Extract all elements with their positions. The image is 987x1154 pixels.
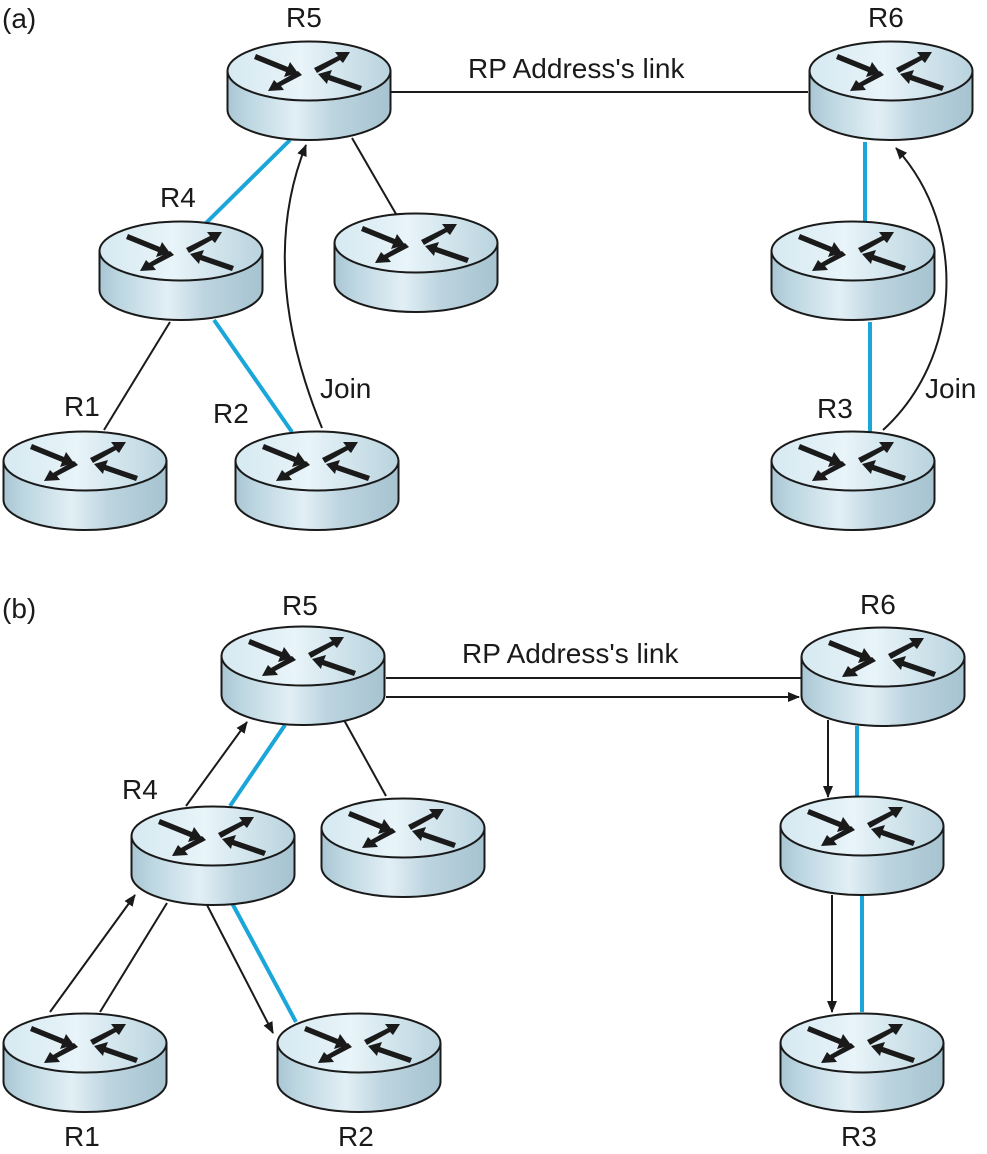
router-label: R6: [868, 2, 904, 33]
router-r1: R1: [2, 1012, 168, 1152]
tree-link-r4-r2: [230, 902, 298, 1023]
router-r6: R6: [800, 589, 966, 727]
router-label: R1: [64, 391, 100, 422]
router-label: R1: [64, 1121, 100, 1152]
router-icon: [333, 212, 499, 313]
panel-a-label: (a): [2, 3, 36, 34]
tree-link-r4-r2: [212, 318, 294, 434]
router-icon: [2, 1012, 168, 1113]
router-icon: [226, 40, 392, 141]
router-label: R3: [817, 393, 853, 424]
router-icon: [320, 797, 486, 898]
panel-b: (b) RP Address's link R5 R6 R4: [2, 589, 966, 1152]
router-r5: R5: [226, 2, 392, 141]
router-label: R4: [160, 182, 196, 213]
router-r2: R2: [213, 398, 400, 531]
router-label: R5: [286, 2, 322, 33]
router-r6: R6: [808, 2, 974, 141]
router-label: R4: [122, 774, 158, 805]
join-arrow-r2-r5: [283, 144, 323, 429]
router-label: R3: [841, 1121, 877, 1152]
router-label: R2: [338, 1121, 374, 1152]
router-icon: [770, 220, 936, 321]
router-icon: [98, 220, 264, 321]
router-r3: R3: [779, 1012, 945, 1152]
tree-link-r5-r4: [203, 138, 292, 226]
router-unlabeled-right: [770, 220, 936, 321]
router-icon: [779, 1012, 945, 1113]
router-icon: [234, 430, 400, 531]
router-r1: R1: [2, 391, 168, 531]
router-unlabeled-left: [320, 797, 486, 898]
panel-a: (a) RP Address's link Join Join R5 R6 R4: [2, 2, 976, 531]
router-r4: R4: [98, 182, 264, 321]
router-unlabeled-left: [333, 212, 499, 313]
rp-address-link-label: RP Address's link: [462, 638, 679, 669]
router-unlabeled-right: [779, 795, 945, 896]
link-r5-router: [343, 719, 387, 797]
join-label-r3: Join: [925, 373, 976, 404]
router-r4: R4: [122, 774, 296, 906]
router-icon: [220, 625, 386, 726]
router-label: R5: [282, 590, 318, 621]
router-r3: R3: [770, 393, 936, 531]
router-icon: [276, 1012, 442, 1113]
rp-address-link-label: RP Address's link: [468, 53, 685, 84]
link-r4-r1: [103, 321, 171, 431]
data-flow-r1-r4: [49, 894, 136, 1013]
router-label: R6: [860, 589, 896, 620]
router-icon: [800, 626, 966, 727]
data-flow-r4-r5: [185, 721, 248, 807]
router-icon: [2, 430, 168, 531]
router-icon: [808, 40, 974, 141]
join-label-r2: Join: [320, 373, 371, 404]
link-r4-r1: [99, 902, 168, 1013]
tree-link-r5-r4: [228, 723, 287, 808]
router-icon: [130, 805, 296, 906]
router-r5: R5: [220, 590, 386, 726]
link-r5-router: [351, 137, 397, 215]
router-icon: [770, 430, 936, 531]
data-flow-r4-r2: [206, 904, 274, 1034]
panel-b-label: (b): [2, 593, 36, 624]
router-icon: [779, 795, 945, 896]
router-r2: R2: [276, 1012, 442, 1152]
join-arrow-r3-r6: [882, 147, 948, 431]
router-label: R2: [213, 398, 249, 429]
